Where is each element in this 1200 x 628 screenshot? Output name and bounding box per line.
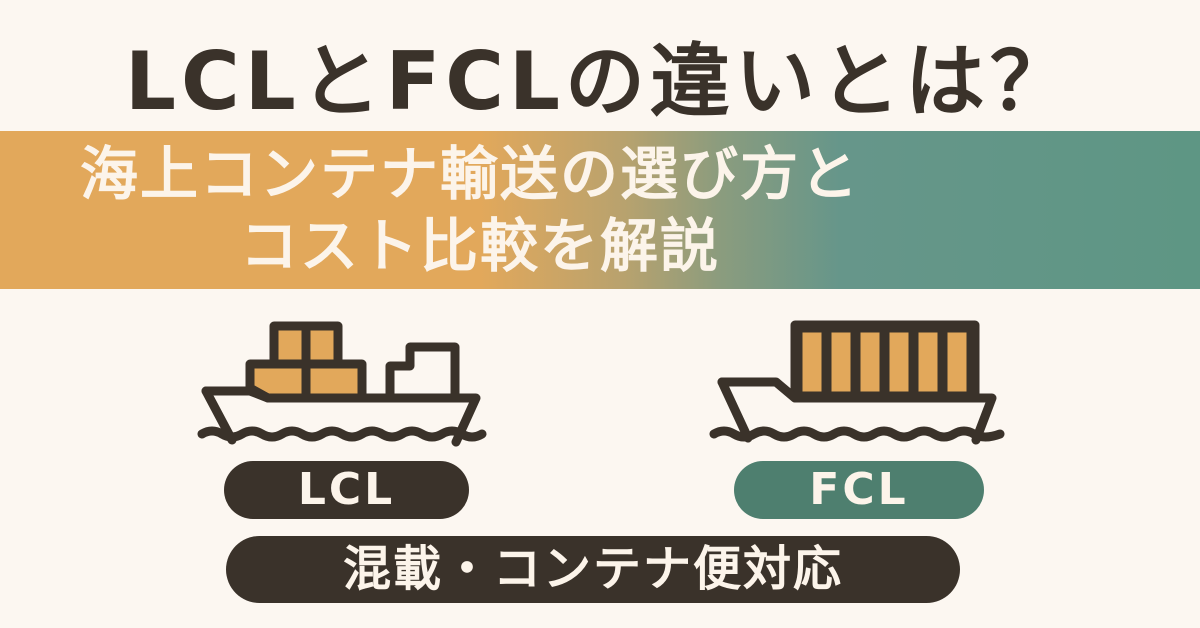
- lcl-label-badge: LCL: [224, 461, 469, 519]
- subtitle-line-1: 海上コンテナ輸送の選び方と: [80, 140, 861, 208]
- page-title: LCLとFCLの違いとは？: [125, 35, 1075, 128]
- lcl-ship-icon: [197, 321, 487, 447]
- fcl-ship-icon: [709, 320, 1005, 445]
- fcl-label-badge: FCL: [734, 461, 984, 519]
- subtitle-banner: 海上コンテナ輸送の選び方と コスト比較を解説: [0, 131, 1200, 289]
- service-badge: 混載・コンテナ便対応: [226, 536, 960, 603]
- subtitle-line-2: コスト比較を解説: [240, 212, 721, 280]
